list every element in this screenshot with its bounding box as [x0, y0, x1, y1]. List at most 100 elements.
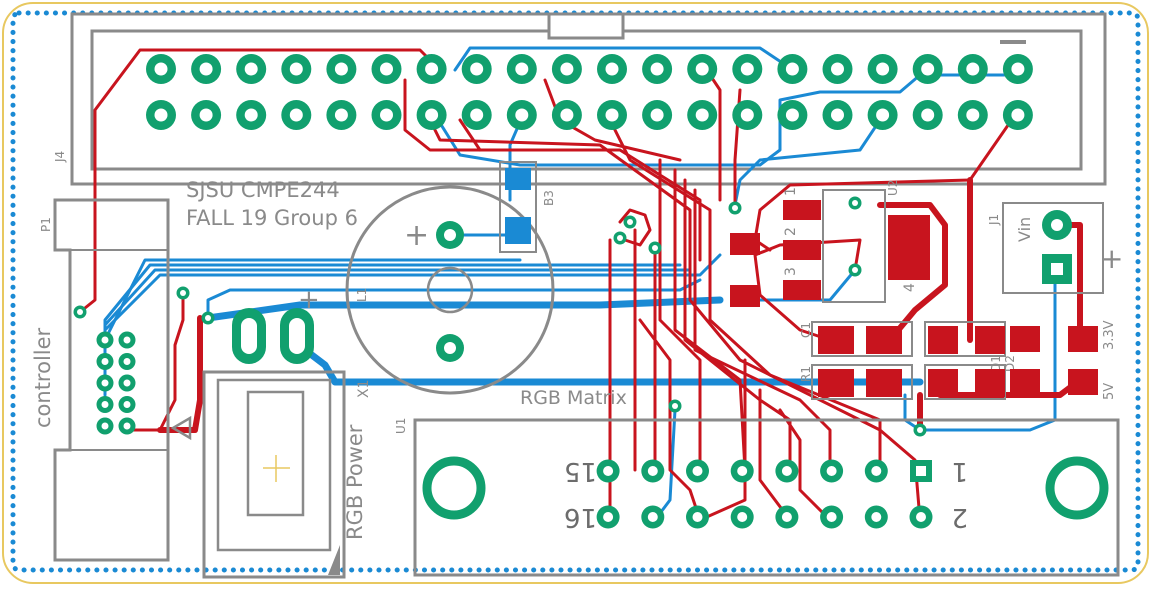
header-pad-hole: [695, 62, 709, 76]
rgb-power-plus-mark: +: [298, 285, 320, 315]
rgb-matrix-mount-right: [1045, 456, 1109, 520]
led-5-pad-2: [1068, 369, 1098, 395]
header-pad-hole: [560, 108, 574, 122]
via-hole: [732, 205, 738, 211]
header-pad-hole: [966, 62, 980, 76]
rgb-matrix-pads: [596, 459, 933, 529]
designator-l1: L1: [355, 288, 369, 302]
led-33-pad-1: [1010, 326, 1040, 352]
designator-d1: D1: [989, 355, 1003, 372]
header-pad-hole: [605, 108, 619, 122]
header-pad-hole: [380, 62, 393, 76]
rgb-matrix-mount-left: [422, 456, 486, 520]
header-j4-inner: [90, 29, 1083, 171]
controller-pads: [96, 331, 136, 435]
red-power-3: [877, 202, 948, 343]
designator-r1: R1: [799, 366, 813, 382]
via-hole: [627, 219, 633, 225]
controller-pad-hole: [101, 358, 109, 365]
designator-c1: C1: [799, 322, 813, 338]
trace-red-2: [128, 291, 185, 432]
header-pad-hole: [515, 62, 529, 76]
via-hole: [852, 267, 858, 273]
board-title-line1: SJSU CMPE244: [186, 178, 340, 202]
d1-pad-2: [975, 326, 1005, 354]
regulator-pad-3: [783, 280, 821, 300]
c1-pad-2: [866, 326, 902, 354]
designator-x1: X1: [356, 380, 372, 399]
vin-plus-mark: +: [1100, 242, 1123, 275]
rgb-power-jack-body: [216, 378, 332, 552]
board-title-line2: FALL 19 Group 6: [186, 206, 358, 230]
trace-blue-4: [103, 258, 522, 342]
rgb-power-jack-marker: [328, 545, 340, 575]
r1-pad-2: [866, 369, 902, 397]
vin-connector-outline: [1002, 202, 1104, 294]
controller-pad-hole: [123, 336, 131, 344]
led-33-pad-2: [1068, 326, 1098, 352]
regulator-pin4-label: 4: [902, 283, 918, 292]
regulator-tab-pad: [888, 215, 930, 280]
designator-j4: J4: [53, 151, 67, 163]
inductor-pad-2-hole: [444, 342, 456, 354]
header-pad-hole: [876, 62, 890, 76]
led-33-label: 3.3V: [1102, 320, 1117, 350]
header-pad-hole: [650, 108, 664, 122]
regulator-pad-2: [783, 240, 821, 260]
header-j4-key: [547, 12, 625, 40]
r1-outline: [811, 364, 913, 400]
controller-label: controller: [31, 327, 55, 428]
via-hole: [77, 309, 83, 315]
controller-pin1-marker: [170, 415, 192, 441]
header-pad-hole: [380, 108, 393, 122]
vin-label: Vin: [1015, 217, 1034, 242]
designator-b3: B3: [542, 190, 556, 206]
trace-red-10: [658, 158, 702, 472]
header-pad-hole: [695, 108, 709, 122]
header-pad-hole: [831, 62, 844, 76]
vin-pad-1-hole: [1051, 219, 1063, 231]
trace-red-3: [403, 78, 702, 262]
controller-pad-hole: [123, 422, 131, 430]
b3-outline: [499, 161, 537, 253]
header-pad-hole: [515, 108, 529, 122]
rgb-matrix-pin16-label: 16: [564, 502, 597, 532]
header-j4: J4: [53, 12, 1107, 186]
matrix-pad-hole: [826, 512, 837, 522]
matrix-pad-hole: [871, 512, 882, 522]
via-hole: [617, 235, 623, 241]
d2-pad-1: [928, 369, 958, 397]
rgb-matrix-pin1-label: 1: [951, 456, 968, 486]
trace-red-17: [638, 318, 702, 522]
header-pad-hole: [425, 108, 439, 122]
controller-pad-hole: [123, 401, 131, 408]
controller-pad-hole: [101, 379, 109, 387]
matrix-pad-hole: [737, 512, 748, 522]
inductor-pad-1-hole: [444, 229, 456, 241]
trace-blue-6: [438, 73, 1012, 167]
header-pad-hole: [650, 62, 664, 76]
header-j4-pads: [146, 54, 1033, 130]
designator-d2: D2: [1003, 355, 1017, 372]
rgb-power-pad-2-hole: [289, 318, 305, 354]
regulator-in-pad-b: [730, 285, 760, 307]
designator-u2: U2: [886, 180, 900, 196]
trace-blue-11: [753, 268, 857, 302]
inductor-center: [426, 266, 474, 314]
header-pad-hole: [334, 62, 348, 76]
header-pad-hole: [244, 62, 258, 76]
matrix-pad-hole: [737, 466, 748, 476]
rgb-matrix-connector-u1: RGB Matrix U1 1 2 15 16: [394, 387, 1120, 577]
via-hole: [180, 290, 186, 296]
controller-pad-hole: [123, 358, 131, 365]
rgb-power-pad-1-hole: [241, 318, 257, 354]
header-pad-hole: [831, 108, 844, 122]
regulator-u2: 1 2 3 4 U2: [730, 180, 930, 307]
header-pad-hole: [921, 62, 935, 76]
trace-blue-3: [103, 263, 682, 357]
regulator-outline: [822, 189, 886, 303]
controller-pad-hole: [101, 422, 109, 430]
matrix-pad-hole: [826, 466, 837, 476]
designator-p1: P1: [39, 217, 53, 232]
